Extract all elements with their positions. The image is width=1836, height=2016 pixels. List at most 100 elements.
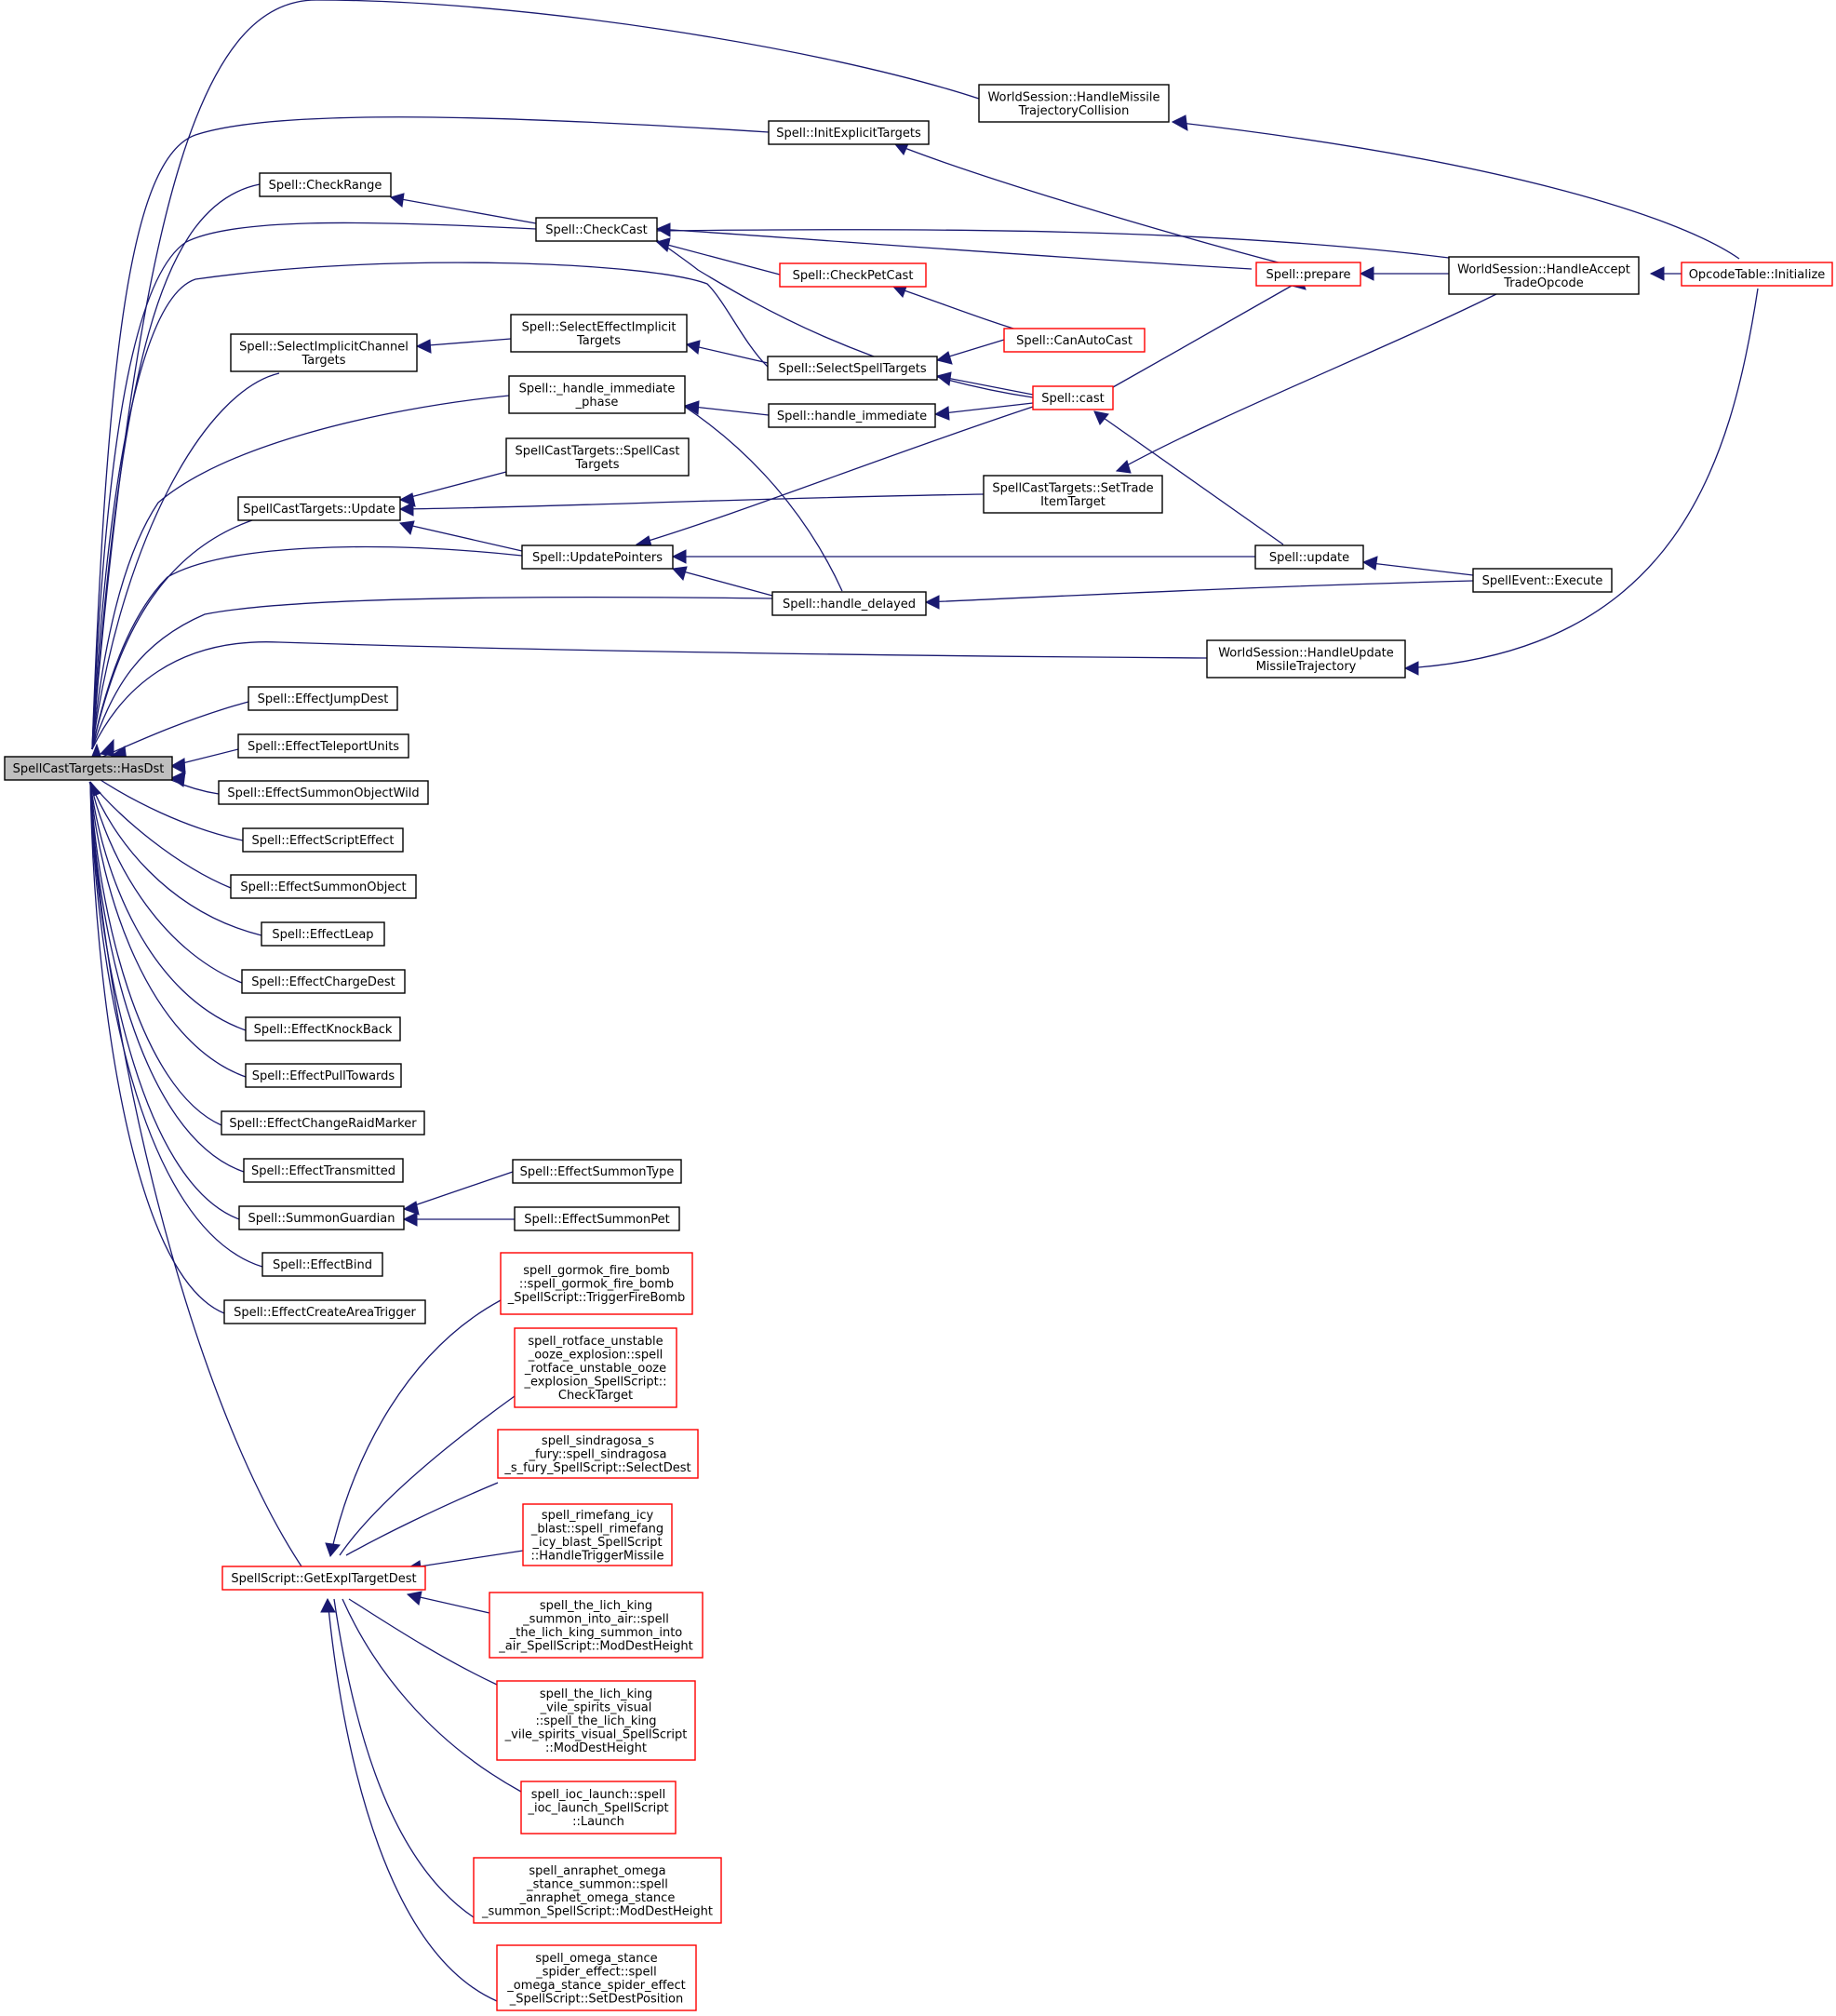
edge-opcode-to-updatemissile — [1404, 288, 1759, 669]
node-box — [245, 1016, 401, 1042]
edge-update-to-cast — [1093, 410, 1284, 545]
node-box — [505, 437, 690, 477]
function-node-lich-summon-air[interactable]: spell_the_lich_king_summon_into_air::spe… — [489, 1592, 704, 1659]
function-node-effect-leap[interactable]: Spell::EffectLeap — [261, 921, 385, 947]
node-box — [497, 1429, 699, 1479]
function-node-summon-guardian[interactable]: Spell::SummonGuardian — [238, 1205, 405, 1230]
function-node-rimefang[interactable]: spell_rimefang_icy_blast::spell_rimefang… — [522, 1503, 673, 1566]
arrowhead — [655, 222, 671, 237]
function-node-opcode-init[interactable]: OpcodeTable::Initialize — [1681, 262, 1833, 287]
edge-updatemissile-to-hasdst — [91, 641, 1208, 750]
function-node-effect-change-raid-marker[interactable]: Spell::EffectChangeRaidMarker — [221, 1110, 425, 1136]
node-label: Spell::handle_delayed — [783, 598, 916, 612]
node-box — [1472, 568, 1613, 593]
function-node-cast[interactable]: Spell::cast — [1032, 385, 1114, 410]
edge-knockback-to-hasdst — [89, 781, 247, 1031]
function-node-effect-charge-dest[interactable]: Spell::EffectChargeDest — [241, 969, 406, 994]
node-label: TrajectoryCollision — [1018, 104, 1130, 118]
arrowhead — [1403, 661, 1419, 676]
edge-initexplicit-to-hasdst — [91, 116, 770, 750]
function-node-spell-event-exec[interactable]: SpellEvent::Execute — [1472, 568, 1613, 593]
function-node-handle-immediate[interactable]: Spell::handle_immediate — [768, 403, 936, 428]
function-node-effect-create-area-trigger[interactable]: Spell::EffectCreateAreaTrigger — [223, 1299, 426, 1324]
function-node-effect-summon-pet[interactable]: Spell::EffectSummonPet — [514, 1206, 680, 1231]
function-node-effect-knock-back[interactable]: Spell::EffectKnockBack — [245, 1016, 401, 1042]
function-node-effect-transmitted[interactable]: Spell::EffectTransmitted — [243, 1158, 404, 1183]
function-node-hasdst[interactable]: SpellCastTargets::HasDst — [4, 756, 173, 781]
node-box — [473, 1857, 722, 1924]
function-node-gormok[interactable]: spell_gormok_fire_bomb::spell_gormok_fir… — [500, 1252, 693, 1315]
function-node-spell-update[interactable]: Spell::update — [1254, 544, 1364, 570]
function-node-sct-ctor[interactable]: SpellCastTargets::SpellCastTargets — [505, 437, 690, 477]
node-label: _the_lich_king_summon_into — [509, 1626, 683, 1640]
node-label: ::HandleTriggerMissile — [530, 1549, 663, 1563]
edge-accepttrade-to-checkcast — [656, 229, 1450, 259]
function-node-ws-missile-coll[interactable]: WorldSession::HandleMissileTrajectoryCol… — [978, 84, 1170, 123]
function-node-effect-bind[interactable]: Spell::EffectBind — [261, 1252, 383, 1277]
function-node-ioc-launch[interactable]: spell_ioc_launch::spell_ioc_launch_Spell… — [520, 1781, 677, 1835]
node-label: Spell::EffectTeleportUnits — [248, 740, 399, 754]
function-node-rotface[interactable]: spell_rotface_unstable_ooze_explosion::s… — [514, 1327, 677, 1408]
function-node-effect-script-effect[interactable]: Spell::EffectScriptEffect — [242, 827, 404, 853]
arrowhead — [1115, 460, 1132, 474]
function-node-anraphet[interactable]: spell_anraphet_omega_stance_summon::spel… — [473, 1857, 722, 1924]
edge-missilecoll-to-hasdst — [91, 0, 980, 750]
function-node-check-pet-cast[interactable]: Spell::CheckPetCast — [779, 262, 927, 288]
function-node-effect-summon-object[interactable]: Spell::EffectSummonObject — [230, 874, 417, 899]
function-node-effect-summon-object-wild[interactable]: Spell::EffectSummonObjectWild — [218, 780, 429, 805]
node-box — [261, 1252, 383, 1277]
function-node-select-spell-targets[interactable]: Spell::SelectSpellTargets — [767, 356, 938, 381]
edge-leap-to-hasdst — [89, 781, 262, 936]
function-node-effect-teleport-units[interactable]: Spell::EffectTeleportUnits — [237, 733, 409, 759]
node-label: spell_the_lich_king — [540, 1599, 652, 1613]
function-node-sct-update[interactable]: SpellCastTargets::Update — [237, 496, 401, 521]
node-box — [510, 314, 688, 353]
node-label: Spell::CheckPetCast — [793, 269, 914, 283]
edge-cast-to-selectspell — [936, 375, 1034, 396]
node-label: Spell::EffectSummonObjectWild — [227, 786, 419, 800]
node-box — [508, 375, 686, 414]
function-node-ws-update-missile[interactable]: WorldSession::HandleUpdateMissileTraject… — [1206, 639, 1406, 679]
function-node-can-auto-cast[interactable]: Spell::CanAutoCast — [1003, 328, 1146, 353]
node-label: Spell::EffectTransmitted — [251, 1164, 395, 1178]
node-label: Spell::SelectImplicitChannel — [239, 340, 409, 354]
edge-execute-to-delayed — [925, 580, 1474, 603]
function-node-effect-pull-towards[interactable]: Spell::EffectPullTowards — [245, 1063, 402, 1088]
node-box — [514, 1327, 677, 1408]
node-label: OpcodeTable::Initialize — [1689, 268, 1826, 282]
function-node-handle-delayed[interactable]: Spell::handle_delayed — [771, 591, 927, 616]
function-node-check-cast[interactable]: Spell::CheckCast — [535, 217, 658, 242]
function-node-effect-jump-dest[interactable]: Spell::EffectJumpDest — [248, 686, 398, 711]
node-box — [1254, 544, 1364, 570]
function-node-handle-immediate-phase[interactable]: Spell::_handle_immediate_phase — [508, 375, 686, 414]
edge-prepare-to-checkcast — [656, 228, 1253, 270]
function-node-get-expl-target-dest[interactable]: SpellScript::GetExplTargetDest — [221, 1566, 426, 1591]
function-node-sindragosa[interactable]: spell_sindragosa_s_fury::spell_sindragos… — [497, 1429, 699, 1479]
node-label: spell_sindragosa_s — [542, 1434, 654, 1448]
node-label: Spell::InitExplicitTargets — [776, 127, 921, 141]
node-label: WorldSession::HandleUpdate — [1218, 646, 1394, 660]
node-label: Spell::SelectSpellTargets — [778, 362, 927, 376]
arrowhead — [671, 566, 688, 581]
node-label: _ioc_launch_SpellScript — [527, 1802, 668, 1816]
function-node-omega-spider[interactable]: spell_omega_stance_spider_effect::spell_… — [496, 1944, 697, 2011]
function-node-check-range[interactable]: Spell::CheckRange — [259, 172, 392, 197]
arrowheads — [87, 114, 1665, 1613]
function-node-effect-summon-type[interactable]: Spell::EffectSummonType — [512, 1159, 682, 1184]
node-box — [221, 1110, 425, 1136]
node-box — [218, 780, 429, 805]
edge-gormok-to-getexpl — [329, 1299, 502, 1557]
edge-summontype-to-guardian — [403, 1171, 514, 1210]
node-label: _fury::spell_sindragosa — [528, 1448, 666, 1462]
function-node-lich-vile-spirits[interactable]: spell_the_lich_king_vile_spirits_visual:… — [496, 1680, 696, 1761]
node-label: Spell::EffectCreateAreaTrigger — [234, 1306, 416, 1320]
function-node-prepare[interactable]: Spell::prepare — [1255, 262, 1361, 287]
function-node-update-pointers[interactable]: Spell::UpdatePointers — [521, 544, 674, 570]
function-node-init-explicit[interactable]: Spell::InitExplicitTargets — [768, 120, 930, 145]
node-label: SpellCastTargets::Update — [243, 503, 395, 517]
